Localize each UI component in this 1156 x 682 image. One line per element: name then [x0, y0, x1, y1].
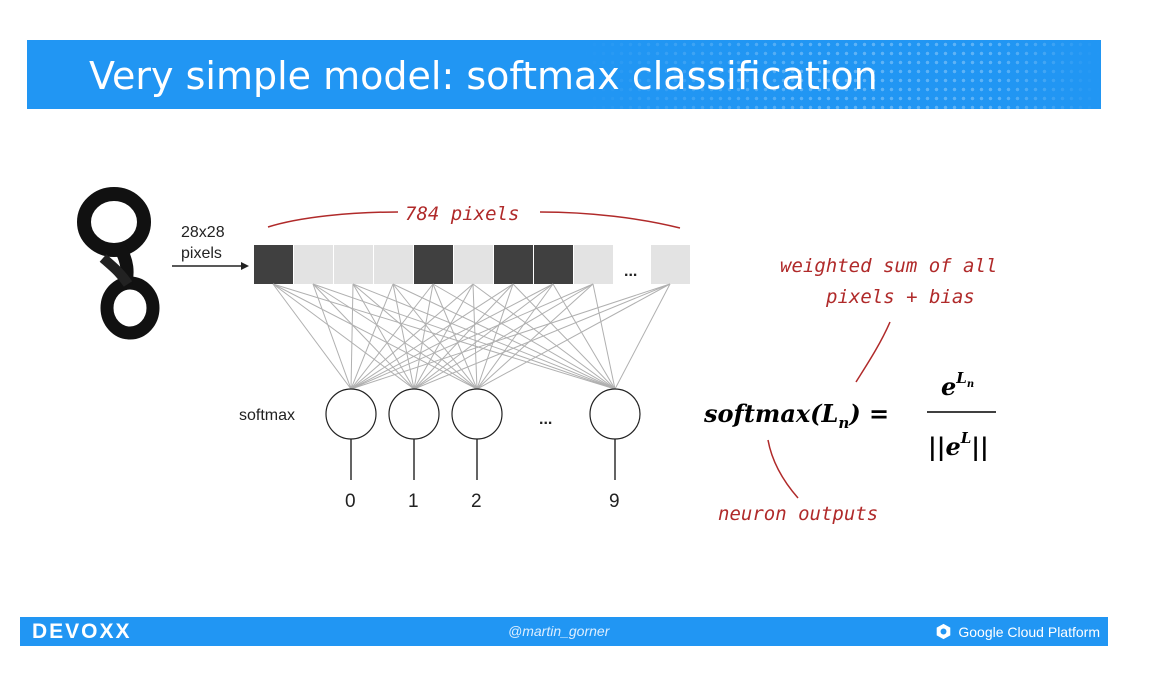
- neuron-outputs-pointer: [767, 439, 799, 499]
- pixel-cell: [414, 245, 453, 284]
- connection-line: [413, 283, 554, 390]
- softmax-formula: softmax(Ln) = eLn ||eL||: [703, 369, 996, 461]
- connection-line: [614, 283, 671, 390]
- input-size-label: 28x28: [181, 224, 225, 241]
- pixel-cell: [651, 245, 690, 284]
- neuron: [589, 388, 641, 440]
- neuron: [388, 388, 440, 440]
- pixel-cell: [374, 245, 413, 284]
- gcp-hexagon-icon: [937, 623, 951, 640]
- connection-line: [413, 283, 434, 390]
- connection-line: [413, 283, 671, 390]
- connection-line: [432, 283, 478, 390]
- connection-line: [350, 283, 514, 390]
- connection-line: [350, 283, 671, 390]
- neuron-layer: [325, 388, 641, 440]
- connection-line: [312, 283, 352, 390]
- connection-line: [432, 283, 616, 390]
- pixel-cell: [454, 245, 493, 284]
- connection-line: [392, 283, 415, 390]
- output-label-2: 2: [471, 491, 482, 512]
- connection-line: [350, 283, 394, 390]
- input-size-label-pixels: pixels: [181, 245, 222, 262]
- connection-line: [350, 283, 594, 390]
- connection-line: [476, 283, 554, 390]
- connection-line: [350, 283, 554, 390]
- output-label-9: 9: [609, 491, 620, 512]
- neuron: [325, 388, 377, 440]
- gcp-logo: Google Cloud Platform: [935, 623, 1100, 640]
- pixel-ellipsis: ...: [624, 263, 637, 280]
- connection-line: [476, 283, 671, 390]
- pixel-row: [254, 245, 690, 284]
- connection-line: [350, 283, 434, 390]
- weighted-sum-annotation-line2: pixels + bias: [825, 286, 975, 308]
- connection-line: [312, 283, 478, 390]
- neuron: [451, 388, 503, 440]
- title-bar: Very simple model: softmax classificatio…: [27, 40, 1101, 109]
- connection-line: [413, 283, 594, 390]
- connection-line: [312, 283, 415, 390]
- formula-numerator: eLn: [941, 369, 974, 401]
- connection-line: [272, 283, 352, 390]
- connection-line: [350, 283, 474, 390]
- footer-bar: DEVOXX @martin_gorner Google Cloud Platf…: [20, 617, 1108, 646]
- softmax-layer-label: softmax: [239, 407, 295, 424]
- connection-line: [476, 283, 514, 390]
- connection-line: [472, 283, 478, 390]
- pixel-cell: [294, 245, 333, 284]
- connection-line: [352, 283, 415, 390]
- neuron-ellipsis: ...: [539, 411, 552, 428]
- output-lines: [350, 439, 616, 480]
- digit-eight-image: [77, 187, 160, 340]
- connection-line: [413, 283, 514, 390]
- pixel-cell: [534, 245, 573, 284]
- pixel-cell: [574, 245, 613, 284]
- neuron-outputs-annotation: neuron outputs: [718, 503, 878, 525]
- title-dot-pattern: [581, 40, 1101, 109]
- output-label-0: 0: [345, 491, 356, 512]
- connection-line: [592, 283, 616, 390]
- twitter-handle: @martin_gorner: [508, 623, 610, 639]
- formula-denominator: ||eL||: [928, 429, 989, 461]
- connection-lines: [272, 283, 671, 390]
- page-title: Very simple model: softmax classificatio…: [89, 54, 878, 98]
- connection-line: [350, 283, 354, 390]
- weighted-sum-annotation: weighted sum of all: [780, 255, 997, 277]
- pixel-cell: [334, 245, 373, 284]
- pixel-count-brace: [267, 211, 681, 229]
- formula-lhs: softmax(Ln) =: [703, 399, 889, 432]
- gcp-label: Google Cloud Platform: [958, 623, 1100, 640]
- connection-line: [476, 283, 594, 390]
- connection-line: [392, 283, 478, 390]
- pixel-cell: [254, 245, 293, 284]
- weighted-sum-pointer: [855, 321, 891, 383]
- input-arrowhead: [241, 262, 249, 270]
- output-label-1: 1: [408, 491, 419, 512]
- connection-line: [413, 283, 474, 390]
- devoxx-logo: DEVOXX: [32, 620, 132, 643]
- pixel-count-label: 784 pixels: [405, 203, 519, 225]
- pixel-cell: [494, 245, 533, 284]
